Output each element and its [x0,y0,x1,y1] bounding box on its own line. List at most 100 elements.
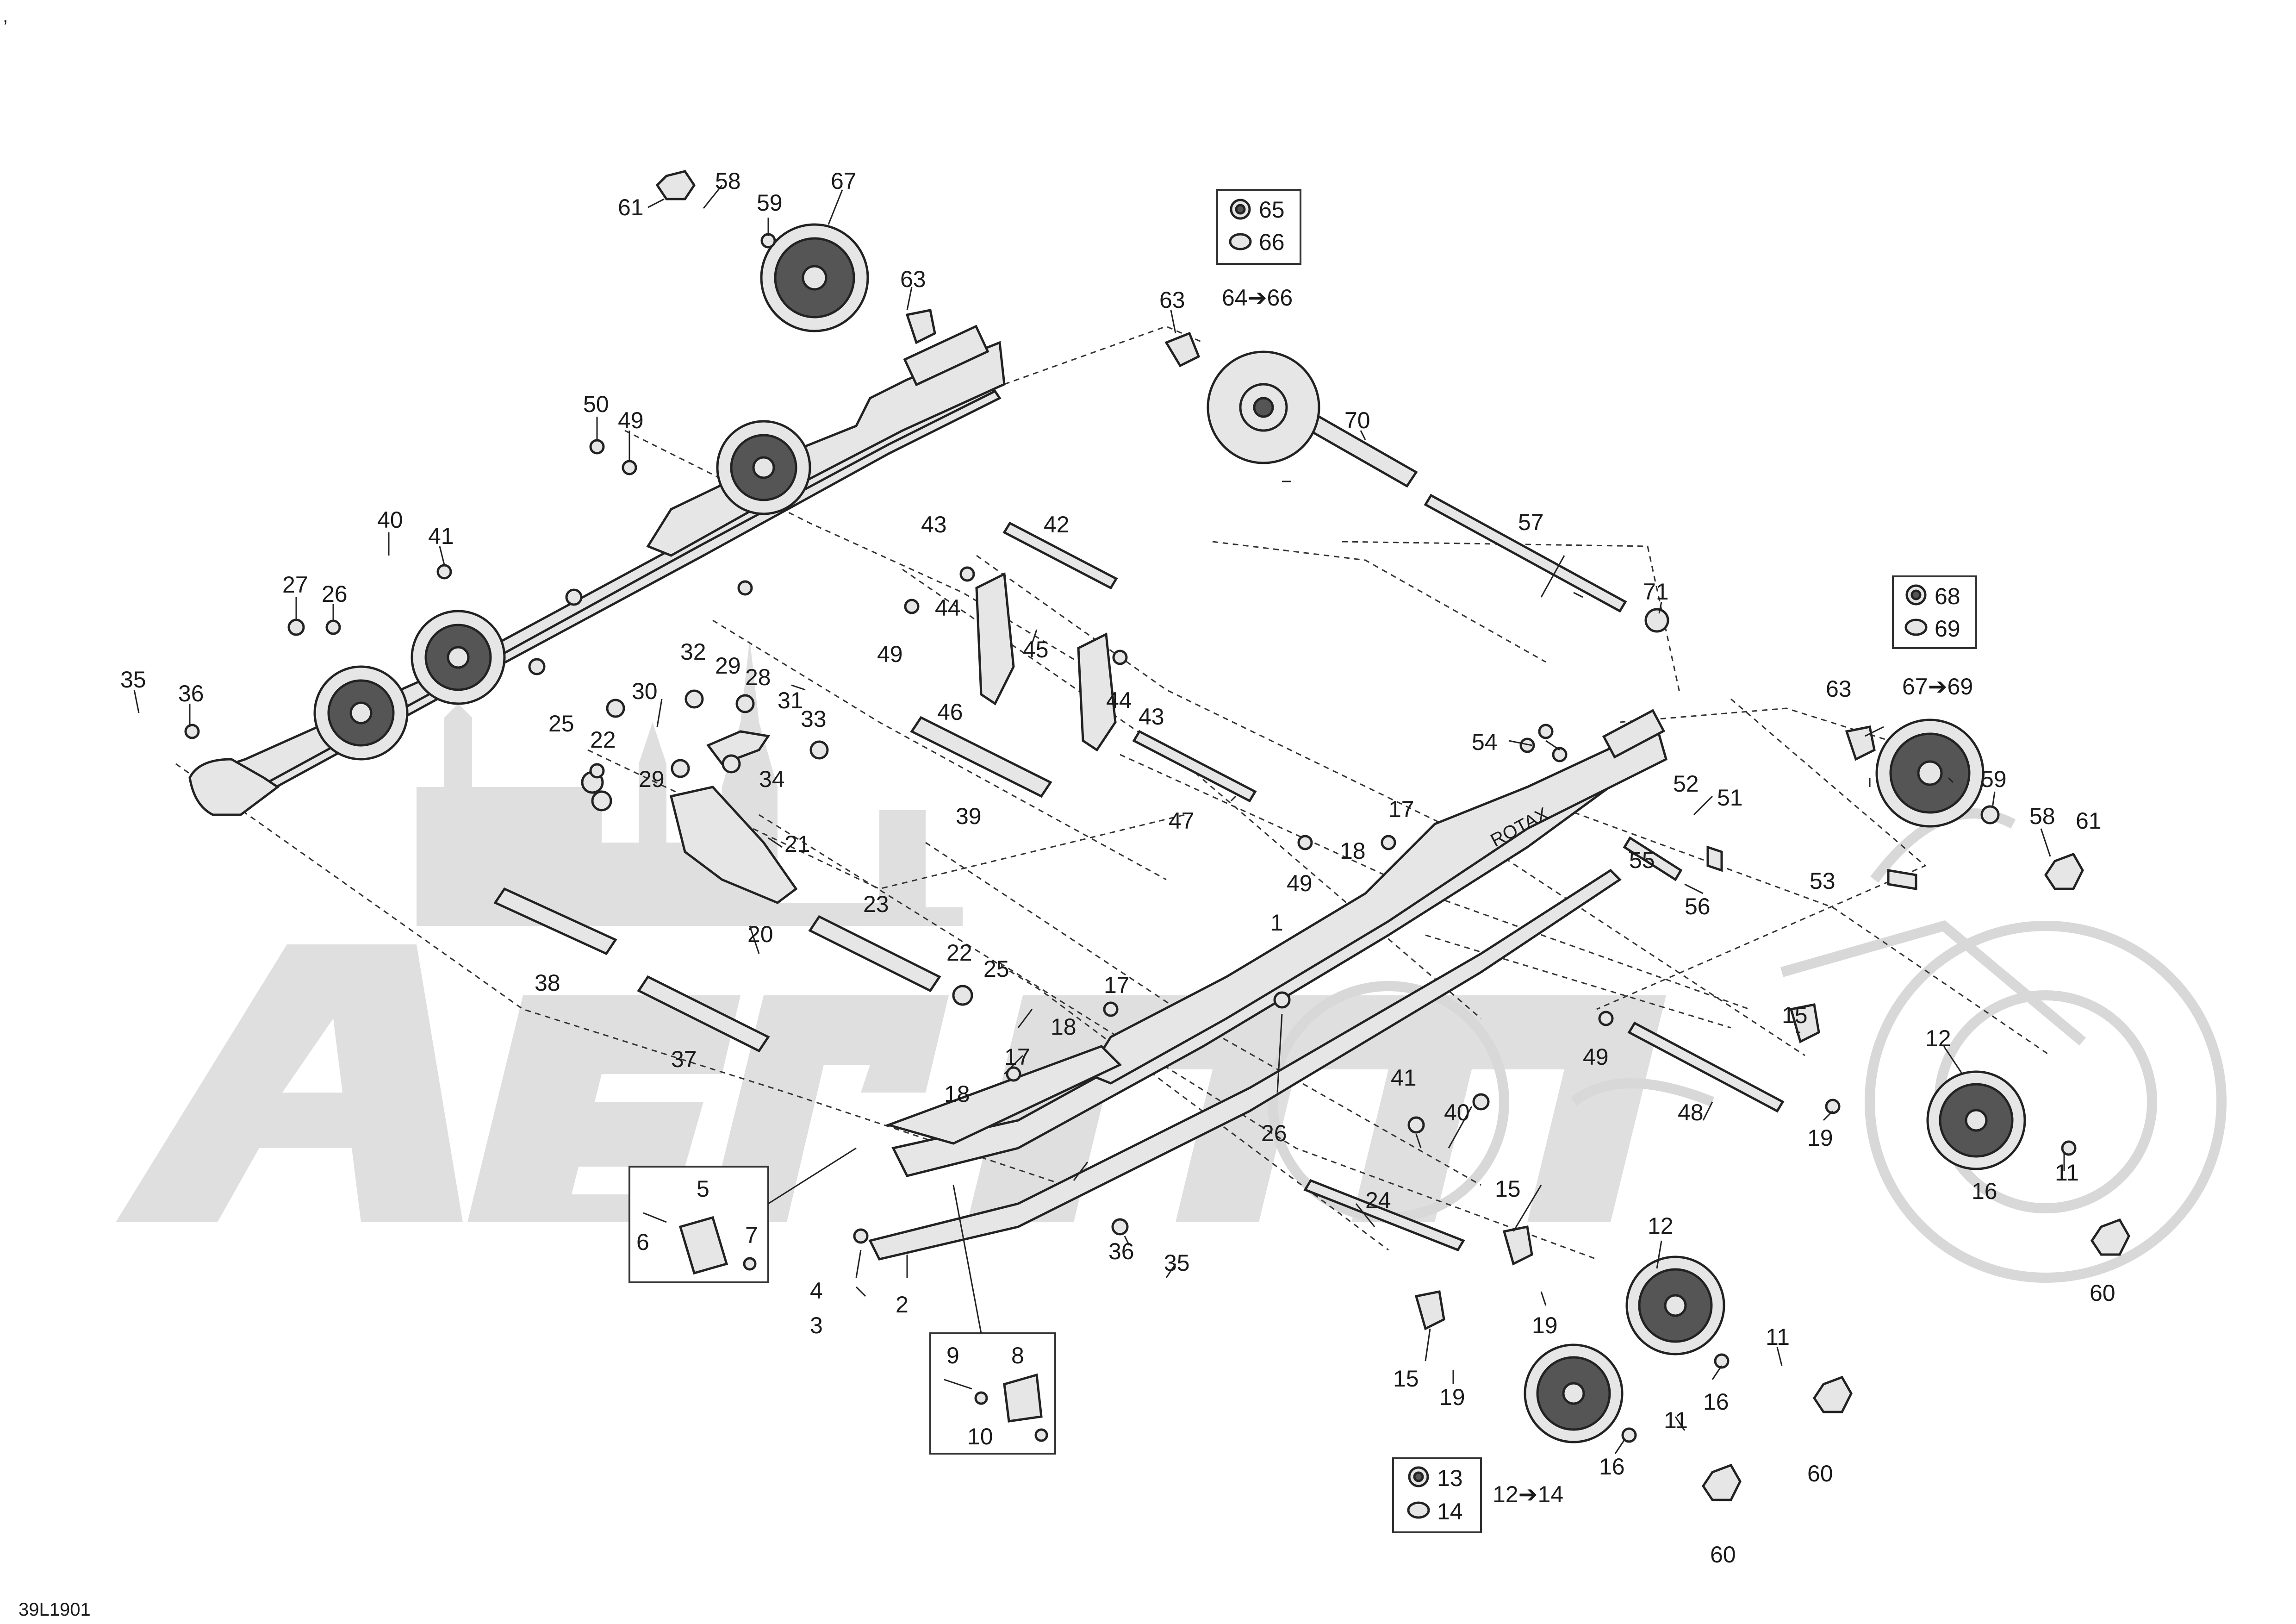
callout-59-top: 59 [757,190,783,216]
callout-49-top: 49 [618,407,644,433]
callout-60-top: 60 [2090,1280,2116,1306]
callout-69: 69 [1935,616,1960,642]
callout-50: 50 [583,391,609,417]
callout-16-mid: 16 [1703,1389,1729,1415]
callout-19-low: 19 [1439,1384,1465,1410]
drawing-code: 39L1901 [19,1599,91,1620]
callout-4: 4 [810,1278,823,1304]
callout-16-low: 16 [1599,1454,1625,1480]
callout-41-right: 41 [1391,1065,1417,1091]
callout-44-right: 44 [1106,687,1132,713]
callout-26-right: 26 [1261,1120,1287,1146]
callout-58-right: 58 [2029,803,2055,829]
callout-2: 2 [896,1292,908,1318]
callout-29-bottom: 29 [639,766,665,792]
callout-44-left: 44 [935,595,961,621]
detail-box-13-14 [1392,1457,1482,1533]
callout-17-mid: 17 [1104,972,1130,998]
callout-63-top-mid: 63 [1159,287,1185,313]
callout-18-top: 18 [1340,838,1366,864]
callout-67-top: 67 [831,168,857,194]
callout-10: 10 [967,1424,993,1449]
callout-15-low: 15 [1393,1366,1419,1392]
callout-43-right: 43 [1139,704,1164,730]
callout-8: 8 [1011,1343,1024,1368]
callout-55: 55 [1629,847,1655,873]
callout-48: 48 [1678,1099,1704,1125]
callout-range-64-66: 64➔66 [1222,285,1293,311]
callout-36-left: 36 [178,681,204,706]
shafts [493,415,1785,1252]
callout-25-right: 25 [983,956,1009,982]
callout-25-left: 25 [548,711,574,737]
callout-61-top: 61 [618,194,644,220]
callout-36-right: 36 [1108,1238,1134,1264]
callout-21: 21 [784,831,810,857]
callout-60-mid: 60 [1807,1461,1833,1487]
callout-49-right: 49 [1287,870,1313,896]
callout-18-low: 18 [944,1081,970,1107]
callout-6: 6 [636,1229,649,1255]
callout-40-right: 40 [1444,1099,1470,1125]
corner-mark: , [3,6,8,26]
callout-28: 28 [745,664,771,690]
callout-56: 56 [1685,893,1711,919]
left-rail-wheels [313,420,811,761]
callout-labels: 61 58 59 67 63 65 66 64➔66 63 70 57 71 5… [120,168,2116,1568]
callout-19-top: 19 [1807,1125,1833,1151]
callout-29-top: 29 [715,653,741,679]
callout-46: 46 [937,699,963,725]
callout-22-left: 22 [590,727,616,753]
callout-leaders [133,185,2065,1454]
callout-40-left: 40 [377,507,403,533]
callout-19-mid: 19 [1532,1312,1558,1338]
callout-11-low: 11 [1664,1407,1688,1433]
callout-17-low: 17 [1004,1044,1030,1070]
arrow-to-detail-8 [952,1185,982,1334]
callout-22-right: 22 [946,940,972,966]
callout-37: 37 [671,1046,697,1072]
callout-15-mid: 15 [1495,1176,1521,1202]
callout-13: 13 [1437,1465,1463,1491]
callout-26-left: 26 [322,581,348,607]
callout-57: 57 [1518,509,1544,535]
callout-66: 66 [1259,229,1285,255]
callout-range-12-14: 12➔14 [1493,1481,1563,1507]
detail-box-5-7 [628,1166,769,1283]
assembly-leader-lines [175,325,2051,1260]
callout-35-right: 35 [1164,1250,1190,1276]
callout-39: 39 [956,803,982,829]
callout-12-mid: 12 [1648,1213,1674,1239]
right-rail-assembly: ROTAX [868,709,1668,1261]
callout-33: 33 [801,706,827,732]
callout-16-top: 16 [1972,1178,1997,1204]
callout-14: 14 [1437,1499,1463,1524]
callout-49-low: 49 [1583,1044,1609,1070]
callout-65: 65 [1259,197,1285,223]
callout-63-right: 63 [1826,676,1852,702]
callout-15-top: 15 [1782,1002,1808,1028]
callout-58-top: 58 [715,168,741,194]
callout-20: 20 [747,921,773,947]
callout-47: 47 [1169,808,1195,834]
callout-12-top: 12 [1925,1025,1951,1051]
callout-9: 9 [946,1343,959,1368]
callout-54: 54 [1472,729,1498,755]
callout-52: 52 [1673,771,1699,797]
callout-71: 71 [1643,579,1669,605]
callout-41-left: 41 [428,523,454,549]
callout-49-mid: 49 [877,641,903,667]
arrow-to-detail-5 [768,1147,857,1205]
callout-51: 51 [1717,785,1743,811]
callout-53: 53 [1810,868,1836,894]
callout-42: 42 [1044,512,1070,537]
callout-63-top-left: 63 [900,266,926,292]
callout-35-left: 35 [120,667,146,693]
callout-70: 70 [1344,407,1370,433]
callout-11-top: 11 [2055,1160,2079,1186]
callout-43-left: 43 [921,512,947,537]
callout-61-right: 61 [2076,808,2102,834]
callout-3: 3 [810,1312,823,1338]
callout-23: 23 [863,891,889,917]
